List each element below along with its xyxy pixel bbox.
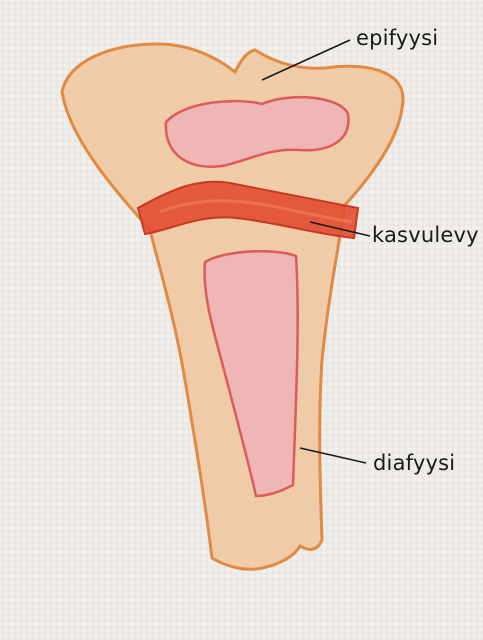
label-diaphysis: diafyysi [373,451,455,475]
label-growth-plate: kasvulevy [372,223,479,247]
label-epiphysis: epifyysi [356,26,438,50]
